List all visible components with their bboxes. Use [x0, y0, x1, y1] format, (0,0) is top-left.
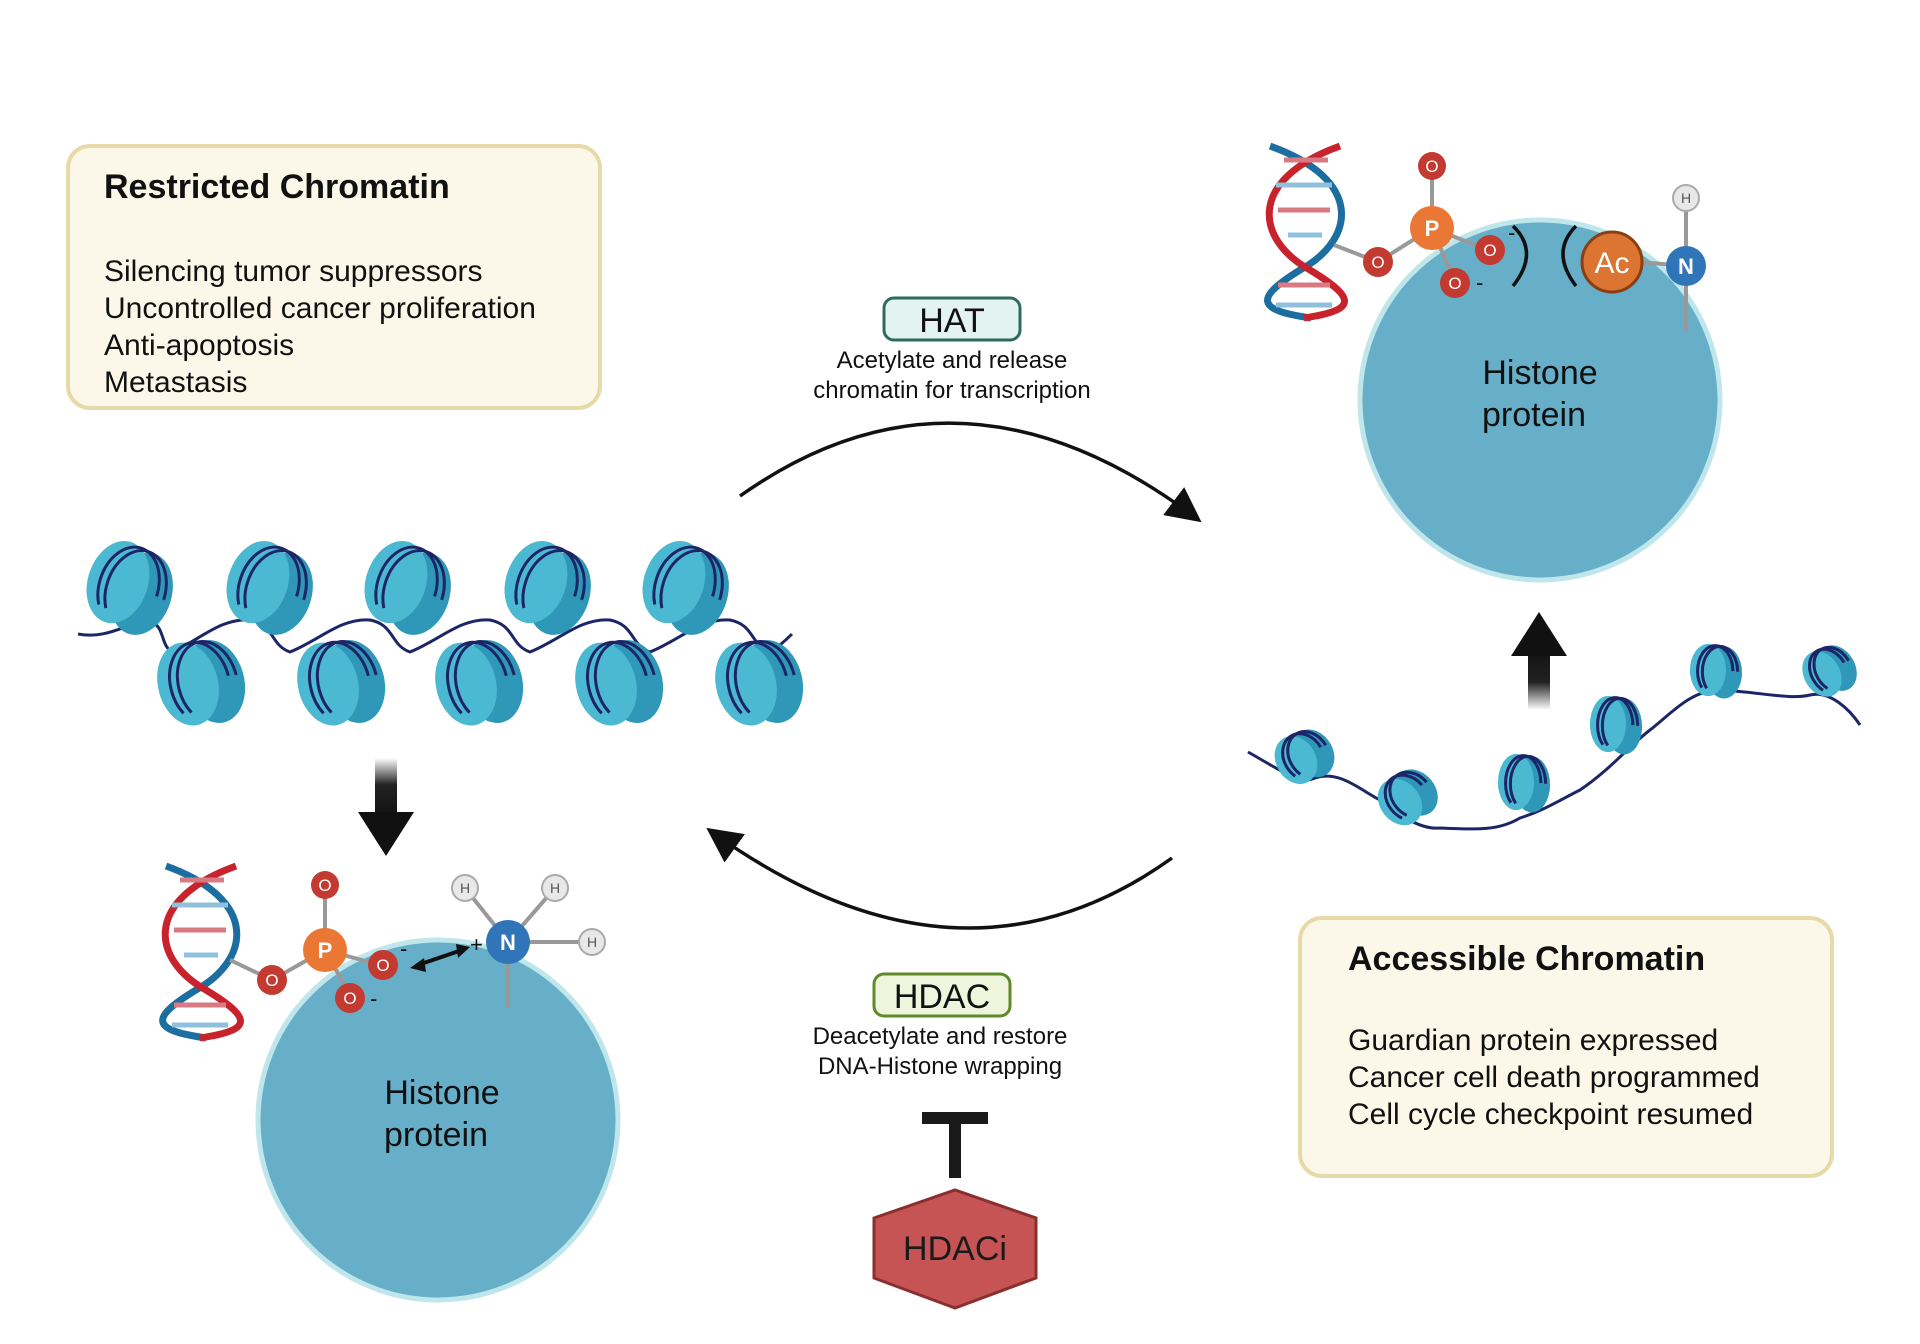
oxygen-atom: O	[1425, 157, 1438, 176]
linker-dna	[1247, 688, 1862, 831]
negative-charge: -	[1508, 220, 1515, 245]
hydrogen-atom: H	[1681, 190, 1691, 206]
acetyl-lysine-group: Ac H N	[1580, 184, 1706, 332]
hat-description-line1: Acetylate and release	[837, 347, 1068, 374]
accessible-item: Cancer cell death programmed	[1348, 1061, 1760, 1094]
negative-charge: -	[400, 936, 407, 961]
accessible-chromatin-box: Accessible Chromatin Guardian protein ex…	[1298, 916, 1834, 1178]
hdac-description-line2: DNA-Histone wrapping	[818, 1053, 1062, 1080]
nucleosome	[1274, 729, 1335, 784]
accessible-item: Cell cycle checkpoint resumed	[1348, 1098, 1753, 1131]
histone-left: Histone protein	[255, 937, 621, 1303]
hydrogen-atom: H	[460, 880, 470, 896]
condensed-chromatin	[77, 540, 804, 726]
hdac-inhibitor: HDACi	[872, 1112, 1038, 1310]
nucleosome	[1802, 645, 1857, 697]
histone-right-label-line1: Histone	[1482, 354, 1597, 392]
accessible-box-title: Accessible Chromatin	[1348, 940, 1705, 978]
nucleosome	[504, 540, 591, 635]
restricted-box-title: Restricted Chromatin	[104, 168, 450, 206]
dna-helix-right	[1264, 142, 1348, 322]
hat-label: HAT	[919, 302, 984, 340]
phosphate-group-right: O O P O O - -	[1333, 152, 1515, 298]
restricted-chromatin-box: Restricted Chromatin Silencing tumor sup…	[66, 144, 602, 410]
oxygen-atom: O	[1371, 253, 1384, 272]
hdac-arrow	[706, 827, 1174, 930]
hydrogen-atom: H	[587, 934, 597, 950]
down-arrow	[358, 758, 414, 856]
negative-charge: -	[370, 986, 377, 1011]
phosphorus-atom: P	[1425, 216, 1440, 241]
hdac-description-line1: Deacetylate and restore	[813, 1023, 1068, 1050]
nucleosome	[435, 640, 524, 726]
histone-left-label-line2: protein	[384, 1116, 488, 1154]
nucleosome	[575, 640, 664, 726]
oxygen-atom: O	[1483, 241, 1496, 260]
phosphate-group-left: O O P O O - -	[229, 871, 407, 1013]
restricted-item: Silencing tumor suppressors	[104, 255, 483, 288]
open-chromatin	[1247, 644, 1862, 831]
nitrogen-atom: N	[500, 930, 516, 955]
histone-left-label-line1: Histone	[384, 1074, 499, 1112]
amine-group-left: H H H N +	[451, 874, 606, 1008]
electrostatic-interaction	[410, 944, 470, 972]
restricted-item: Metastasis	[104, 366, 247, 399]
positive-charge: +	[470, 932, 483, 957]
phosphorus-atom: P	[318, 938, 333, 963]
nucleosome	[1590, 696, 1642, 755]
hat-arrow	[738, 421, 1202, 523]
nucleosome	[86, 540, 173, 635]
oxygen-atom: O	[343, 989, 356, 1008]
oxygen-atom: O	[376, 956, 389, 975]
up-arrow	[1511, 612, 1567, 710]
hat-enzyme: HAT Acetylate and release chromatin for …	[813, 296, 1091, 404]
nucleosome	[1690, 644, 1742, 699]
histone-right-label-line2: protein	[1482, 396, 1586, 434]
oxygen-atom: O	[318, 876, 331, 895]
restricted-item: Anti-apoptosis	[104, 329, 294, 362]
hydrogen-atom: H	[550, 880, 560, 896]
nucleosome	[364, 540, 451, 635]
histone-right: Histone protein	[1357, 217, 1723, 583]
hdac-enzyme: HDAC Deacetylate and restore DNA-Histone…	[813, 972, 1068, 1080]
nucleosome	[157, 640, 246, 726]
negative-charge: -	[1476, 270, 1483, 295]
hdaci-hexagon	[872, 1188, 1038, 1310]
inhibition-stem	[949, 1118, 961, 1178]
hdaci-label: HDACi	[903, 1230, 1007, 1268]
hat-description-line2: chromatin for transcription	[813, 377, 1090, 404]
hdac-label: HDAC	[894, 978, 990, 1016]
nucleosome	[297, 640, 386, 726]
restricted-item: Uncontrolled cancer proliferation	[104, 292, 536, 325]
nucleosome	[1498, 754, 1550, 813]
nucleosome	[642, 540, 729, 635]
nucleosome	[715, 640, 804, 726]
nucleosome	[1377, 769, 1438, 826]
repulsion-symbol	[1511, 224, 1578, 288]
nitrogen-atom: N	[1678, 254, 1694, 279]
oxygen-atom: O	[1448, 274, 1461, 293]
acetyl-group: Ac	[1594, 247, 1629, 280]
oxygen-atom: O	[265, 971, 278, 990]
dna-helix-left	[159, 862, 244, 1042]
nucleosome	[226, 540, 313, 635]
accessible-item: Guardian protein expressed	[1348, 1024, 1718, 1057]
